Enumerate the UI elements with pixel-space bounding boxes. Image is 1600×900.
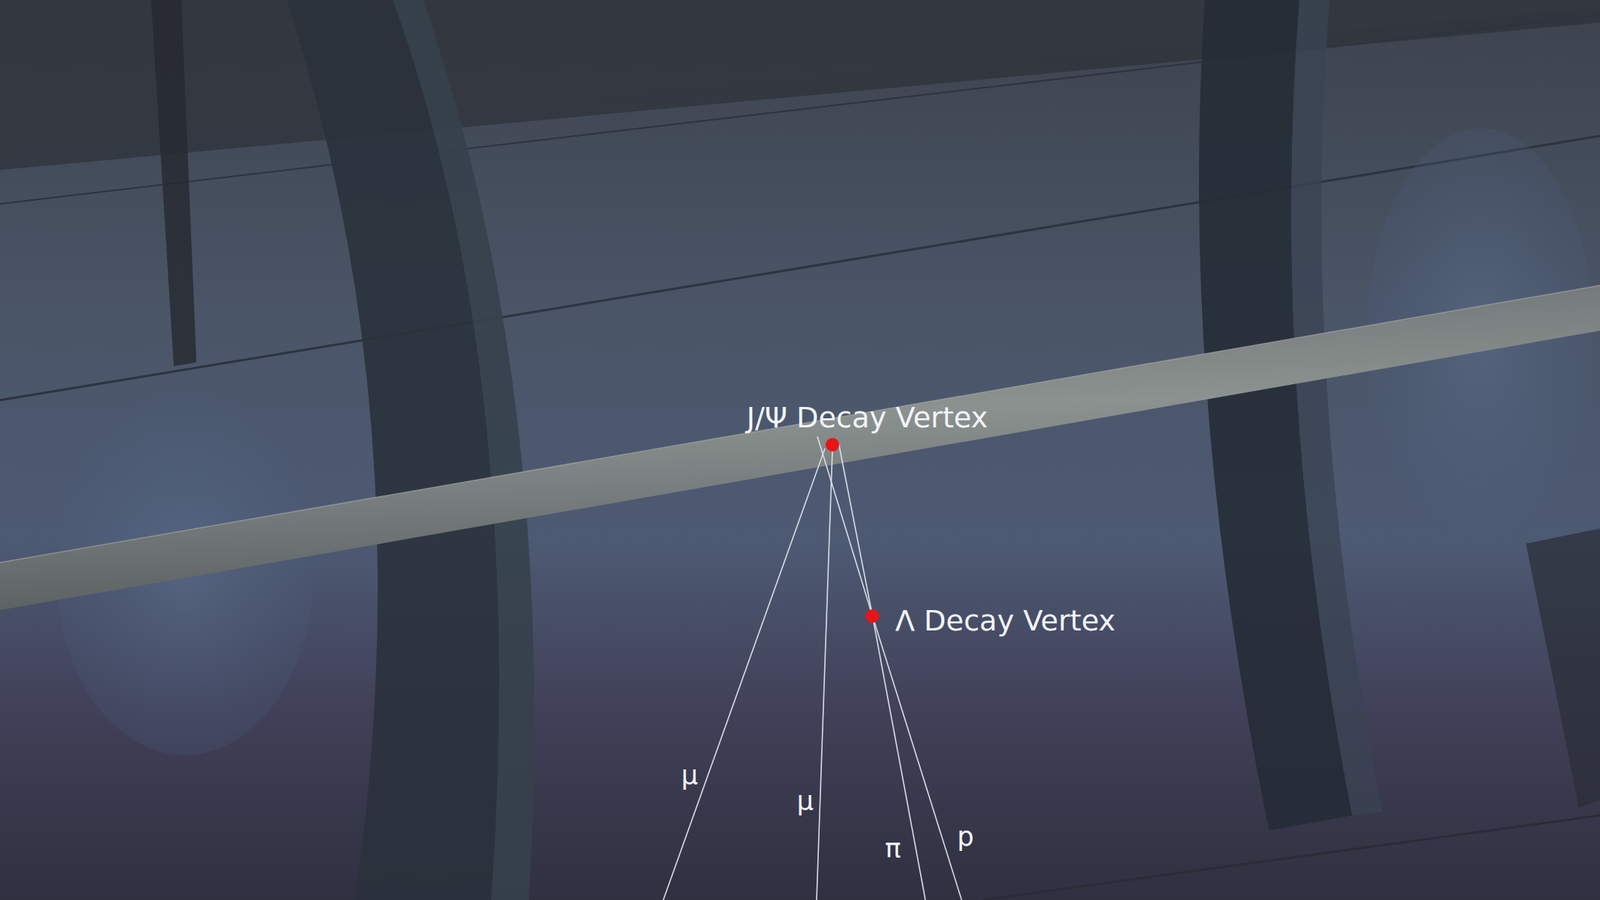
particle-tracks — [663, 436, 962, 900]
vertex-label: J/Ψ Decay Vertex — [746, 402, 989, 435]
panel-edge — [982, 815, 1600, 900]
particle-label: μ — [681, 761, 699, 791]
detector-ring — [1198, 0, 1353, 831]
lambda-track — [817, 436, 873, 617]
particle-label: π — [884, 834, 901, 865]
detector-panel — [0, 7, 1600, 170]
panel-edge — [0, 15, 1600, 204]
detector-ring — [151, 0, 197, 367]
vertex-label: Λ Decay Vertex — [895, 605, 1116, 638]
proton-track — [872, 616, 962, 900]
detector-ring — [287, 0, 500, 900]
detector-panel — [0, 0, 1600, 152]
lambda-track — [838, 442, 873, 617]
particle-label: p — [957, 822, 974, 853]
detector-ring — [392, 0, 535, 900]
vertex-dot — [825, 438, 840, 452]
particle-label: μ — [796, 787, 814, 817]
detector-ring — [1291, 0, 1383, 816]
vertex-dot — [865, 609, 880, 624]
beam-pipe-edge — [0, 285, 1600, 563]
muon-track — [663, 448, 825, 900]
muon-track — [816, 448, 833, 900]
detector-panel — [1525, 528, 1600, 809]
beam-pipe — [0, 285, 1600, 611]
